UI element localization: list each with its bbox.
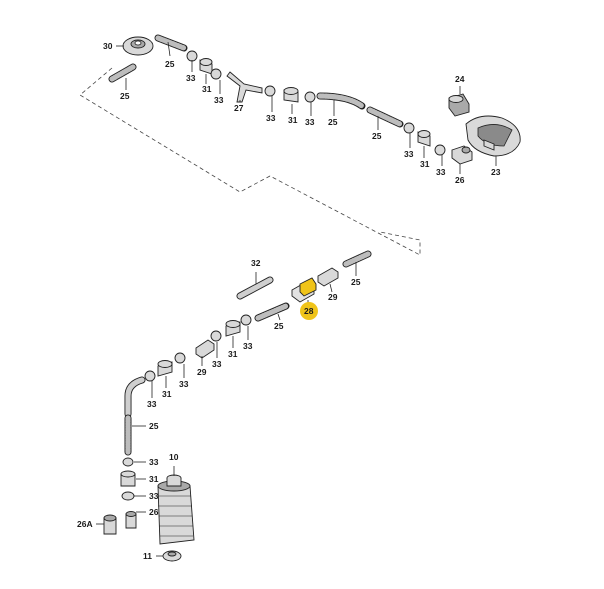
callout-10: 10: [169, 452, 179, 462]
part-10-pump: [157, 474, 195, 545]
callout-23: 23: [491, 167, 501, 177]
part-24-cap: [448, 93, 470, 117]
callout-25: 25: [372, 131, 382, 141]
part-27-y-connector: [226, 71, 263, 103]
part-33-clip-e: [403, 122, 415, 134]
callout-33: 33: [179, 379, 189, 389]
callout-31: 31: [149, 474, 159, 484]
callout-30: 30: [103, 41, 113, 51]
callout-28: 28: [304, 306, 314, 316]
callout-11: 11: [143, 551, 152, 561]
part-25-hose-c: [316, 92, 366, 110]
part-30-grommet: [122, 36, 154, 56]
part-29-connector-a: [317, 267, 339, 287]
callout-33: 33: [436, 167, 446, 177]
callout-25: 25: [120, 91, 130, 101]
part-31-sleeve-b: [283, 87, 299, 103]
part-33-clip-g: [240, 314, 252, 326]
callout-31: 31: [228, 349, 238, 359]
callout-25: 25: [165, 59, 175, 69]
callout-33: 33: [186, 73, 196, 83]
part-33-clip-c: [264, 85, 276, 97]
callout-33: 33: [243, 341, 253, 351]
callout-33: 33: [404, 149, 414, 159]
part-31-sleeve-a: [199, 58, 213, 75]
part-26-adapter-a: [451, 145, 473, 165]
callout-24: 24: [455, 74, 465, 84]
callout-33: 33: [214, 95, 224, 105]
part-31-sleeve-f: [120, 470, 136, 487]
leader-lines: [96, 41, 497, 557]
part-33-clip-b: [210, 68, 222, 80]
callout-31: 31: [202, 84, 212, 94]
callout-27: 27: [234, 103, 244, 113]
callout-26: 26: [149, 507, 159, 517]
part-28-fitting: [291, 277, 317, 303]
part-32-tube: [236, 276, 274, 300]
callout-25: 25: [149, 421, 159, 431]
part-29-connector-b: [195, 339, 215, 359]
part-31-sleeve-d: [225, 320, 241, 337]
part-25-hose-a: [108, 63, 137, 83]
part-33-clip-k: [122, 457, 134, 467]
callout-33: 33: [149, 491, 159, 501]
part-33-clip-f: [434, 144, 446, 156]
callout-33: 33: [149, 457, 159, 467]
part-33-clip-h: [210, 330, 222, 342]
part-31-sleeve-c: [417, 130, 431, 147]
callout-33: 33: [266, 113, 276, 123]
callout-31: 31: [288, 115, 298, 125]
part-33-clip-a: [186, 50, 198, 62]
part-33-clip-i: [174, 352, 186, 364]
part-25-hose-g: [124, 376, 146, 456]
part-11-grommet: [162, 550, 182, 562]
callout-25: 25: [274, 321, 284, 331]
callout-31: 31: [162, 389, 172, 399]
part-31-sleeve-e: [157, 360, 173, 377]
part-33-clip-d: [304, 91, 316, 103]
callout-32: 32: [251, 258, 261, 268]
callouts: 30 25 25 33 31 33 27 33 31 33 25 24 25 3…: [77, 41, 501, 561]
phantom-outline: [79, 67, 421, 256]
callout-29: 29: [328, 292, 338, 302]
part-25-hose-f: [254, 302, 290, 322]
callout-25: 25: [351, 277, 361, 287]
part-26A-cap: [103, 514, 117, 535]
callout-33: 33: [147, 399, 157, 409]
part-33-clip-j: [144, 370, 156, 382]
callout-31: 31: [420, 159, 430, 169]
part-23-nozzle-housing: [465, 115, 521, 157]
part-25-hose-b: [154, 34, 188, 52]
callout-33: 33: [305, 117, 315, 127]
part-26-adapter-b: [125, 511, 137, 529]
callout-29: 29: [197, 367, 207, 377]
part-33-clip-l: [121, 491, 135, 501]
callout-26: 26: [455, 175, 465, 185]
callout-25: 25: [328, 117, 338, 127]
part-25-hose-d: [366, 106, 404, 128]
part-25-hose-e: [342, 250, 372, 268]
callout-33: 33: [212, 359, 222, 369]
callout-26A: 26A: [77, 519, 93, 529]
highlight-marker-28: [300, 302, 318, 320]
